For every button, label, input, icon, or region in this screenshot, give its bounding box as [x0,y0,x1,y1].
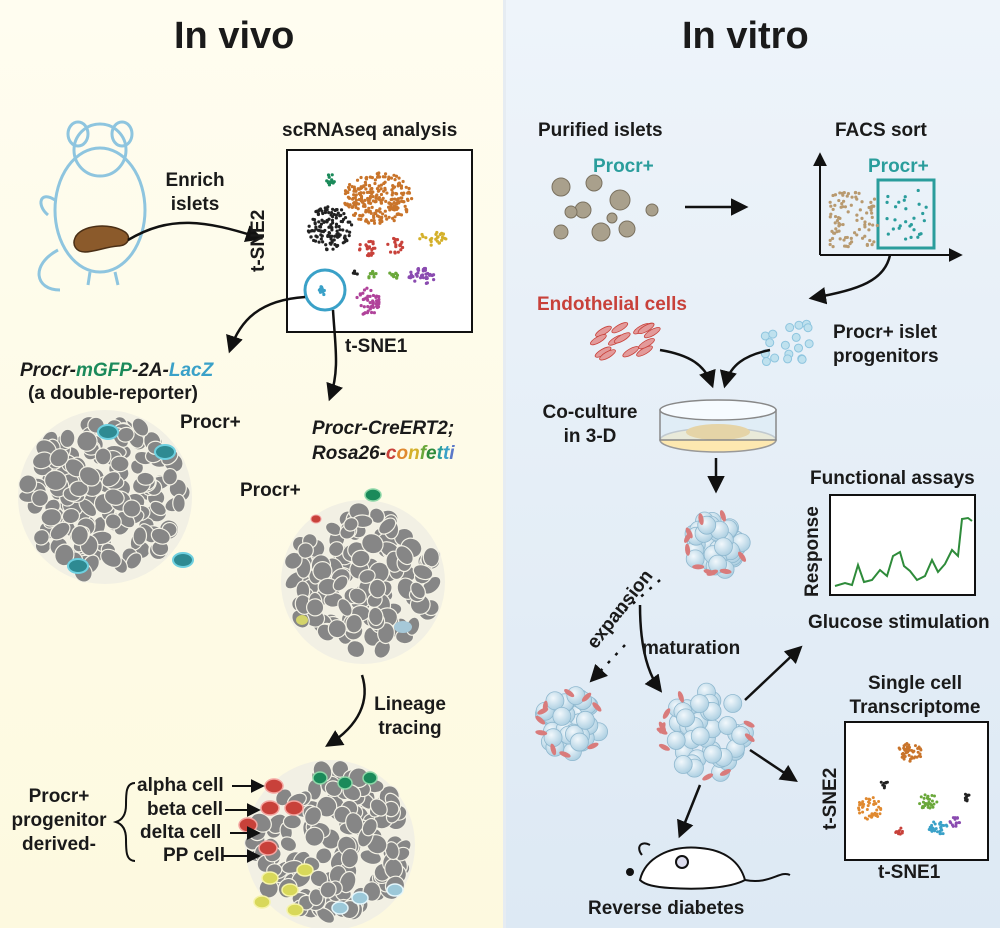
cell-type-beta: beta cell [147,799,224,820]
arrow-icon [619,579,661,616]
reporter-line-1: Procr-mGFP-2A-LacZ [20,360,214,381]
purified-islets-illustration [551,174,659,242]
procr-label-confetti: Procr+ [240,480,301,501]
tsne1-axis-label: t-SNE1 [345,336,408,357]
enrich-label: Enrich [165,170,225,191]
arrow-icon [127,221,264,242]
facs-label: FACS sort [835,120,927,141]
in-vivo-title: In vivo [174,15,295,57]
cell-type-pp: PP cell [163,845,225,866]
cell-type-alpha: alpha cell [137,775,224,796]
islet-confetti-illustration [281,488,445,664]
procr-label-islets: Procr+ [593,156,654,177]
coculture-label-1: Co-culture [542,402,638,423]
coculture-label-2: in 3-D [563,426,617,447]
procr-label-reporter: Procr+ [180,412,241,433]
arrow-icon [749,748,798,782]
islets-label: islets [170,194,220,215]
islet-reporter-illustration [18,410,194,584]
endothelial-label: Endothelial cells [537,294,687,315]
tsne1-axis-label-right: t-SNE1 [878,862,941,883]
arrow-icon [325,674,366,747]
in-vitro-title: In vitro [682,15,809,57]
mouse-icon [626,842,791,890]
islet-lineage-illustration [238,759,415,928]
maturation-label: maturation [642,638,741,659]
arrow-icon [659,348,716,389]
tsne-clusters [306,171,448,316]
derived-line-3: derived- [22,834,96,855]
cell-type-delta: delta cell [140,822,222,843]
progenitor-label-1: Procr+ islet [833,322,938,343]
scrna-title: scRNAseq analysis [282,120,458,141]
organoid-icon [534,686,609,762]
response-axis-label: Response [802,506,823,597]
facs-plot [813,152,963,262]
single-cell-clusters [857,742,971,836]
lineage-label: Lineage [374,694,446,715]
reverse-diabetes-label: Reverse diabetes [588,898,745,919]
progenitor-cells-illustration [760,319,814,367]
arrow-icon [226,295,306,354]
procr-cluster-highlight [303,268,347,312]
single-cell-label-2: Transcriptome [849,697,981,718]
tracing-label: tracing [378,718,442,739]
arrow-icon [326,309,343,402]
reporter-line-2: (a double-reporter) [28,383,198,404]
arrow-icon [719,348,771,389]
tsne2-axis-label-right: t-SNE2 [820,767,841,830]
functional-assays-label: Functional assays [810,468,975,489]
cre-line-2: Rosa26-confetti [312,443,455,464]
petri-dish-icon [659,399,777,453]
organoid-icon [684,510,751,579]
purified-islets-label: Purified islets [538,120,663,141]
single-cell-tsne-frame [844,721,989,861]
procr-label-facs: Procr+ [868,156,929,177]
arrow-icon [677,784,702,839]
arrow-icon [808,254,892,305]
tsne2-axis-label: t-SNE2 [248,209,269,272]
derived-line-2: progenitor [11,810,107,831]
progenitor-label-2: progenitors [833,346,939,367]
panel-divider [503,0,506,928]
arrow-icon [638,604,663,693]
endothelial-cells-illustration [590,322,661,361]
functional-assay-plot [829,494,976,596]
mouse-icon [37,120,147,292]
organoid-icon [656,682,755,782]
pancreas-icon [73,225,130,253]
arrow-icon [744,645,803,701]
derived-line-1: Procr+ [28,786,90,807]
brace [112,782,136,862]
single-cell-label-1: Single cell [868,673,962,694]
glucose-axis-label: Glucose stimulation [808,612,990,633]
cre-line-1: Procr-CreERT2; [312,418,455,439]
arrow-icon [589,644,626,683]
